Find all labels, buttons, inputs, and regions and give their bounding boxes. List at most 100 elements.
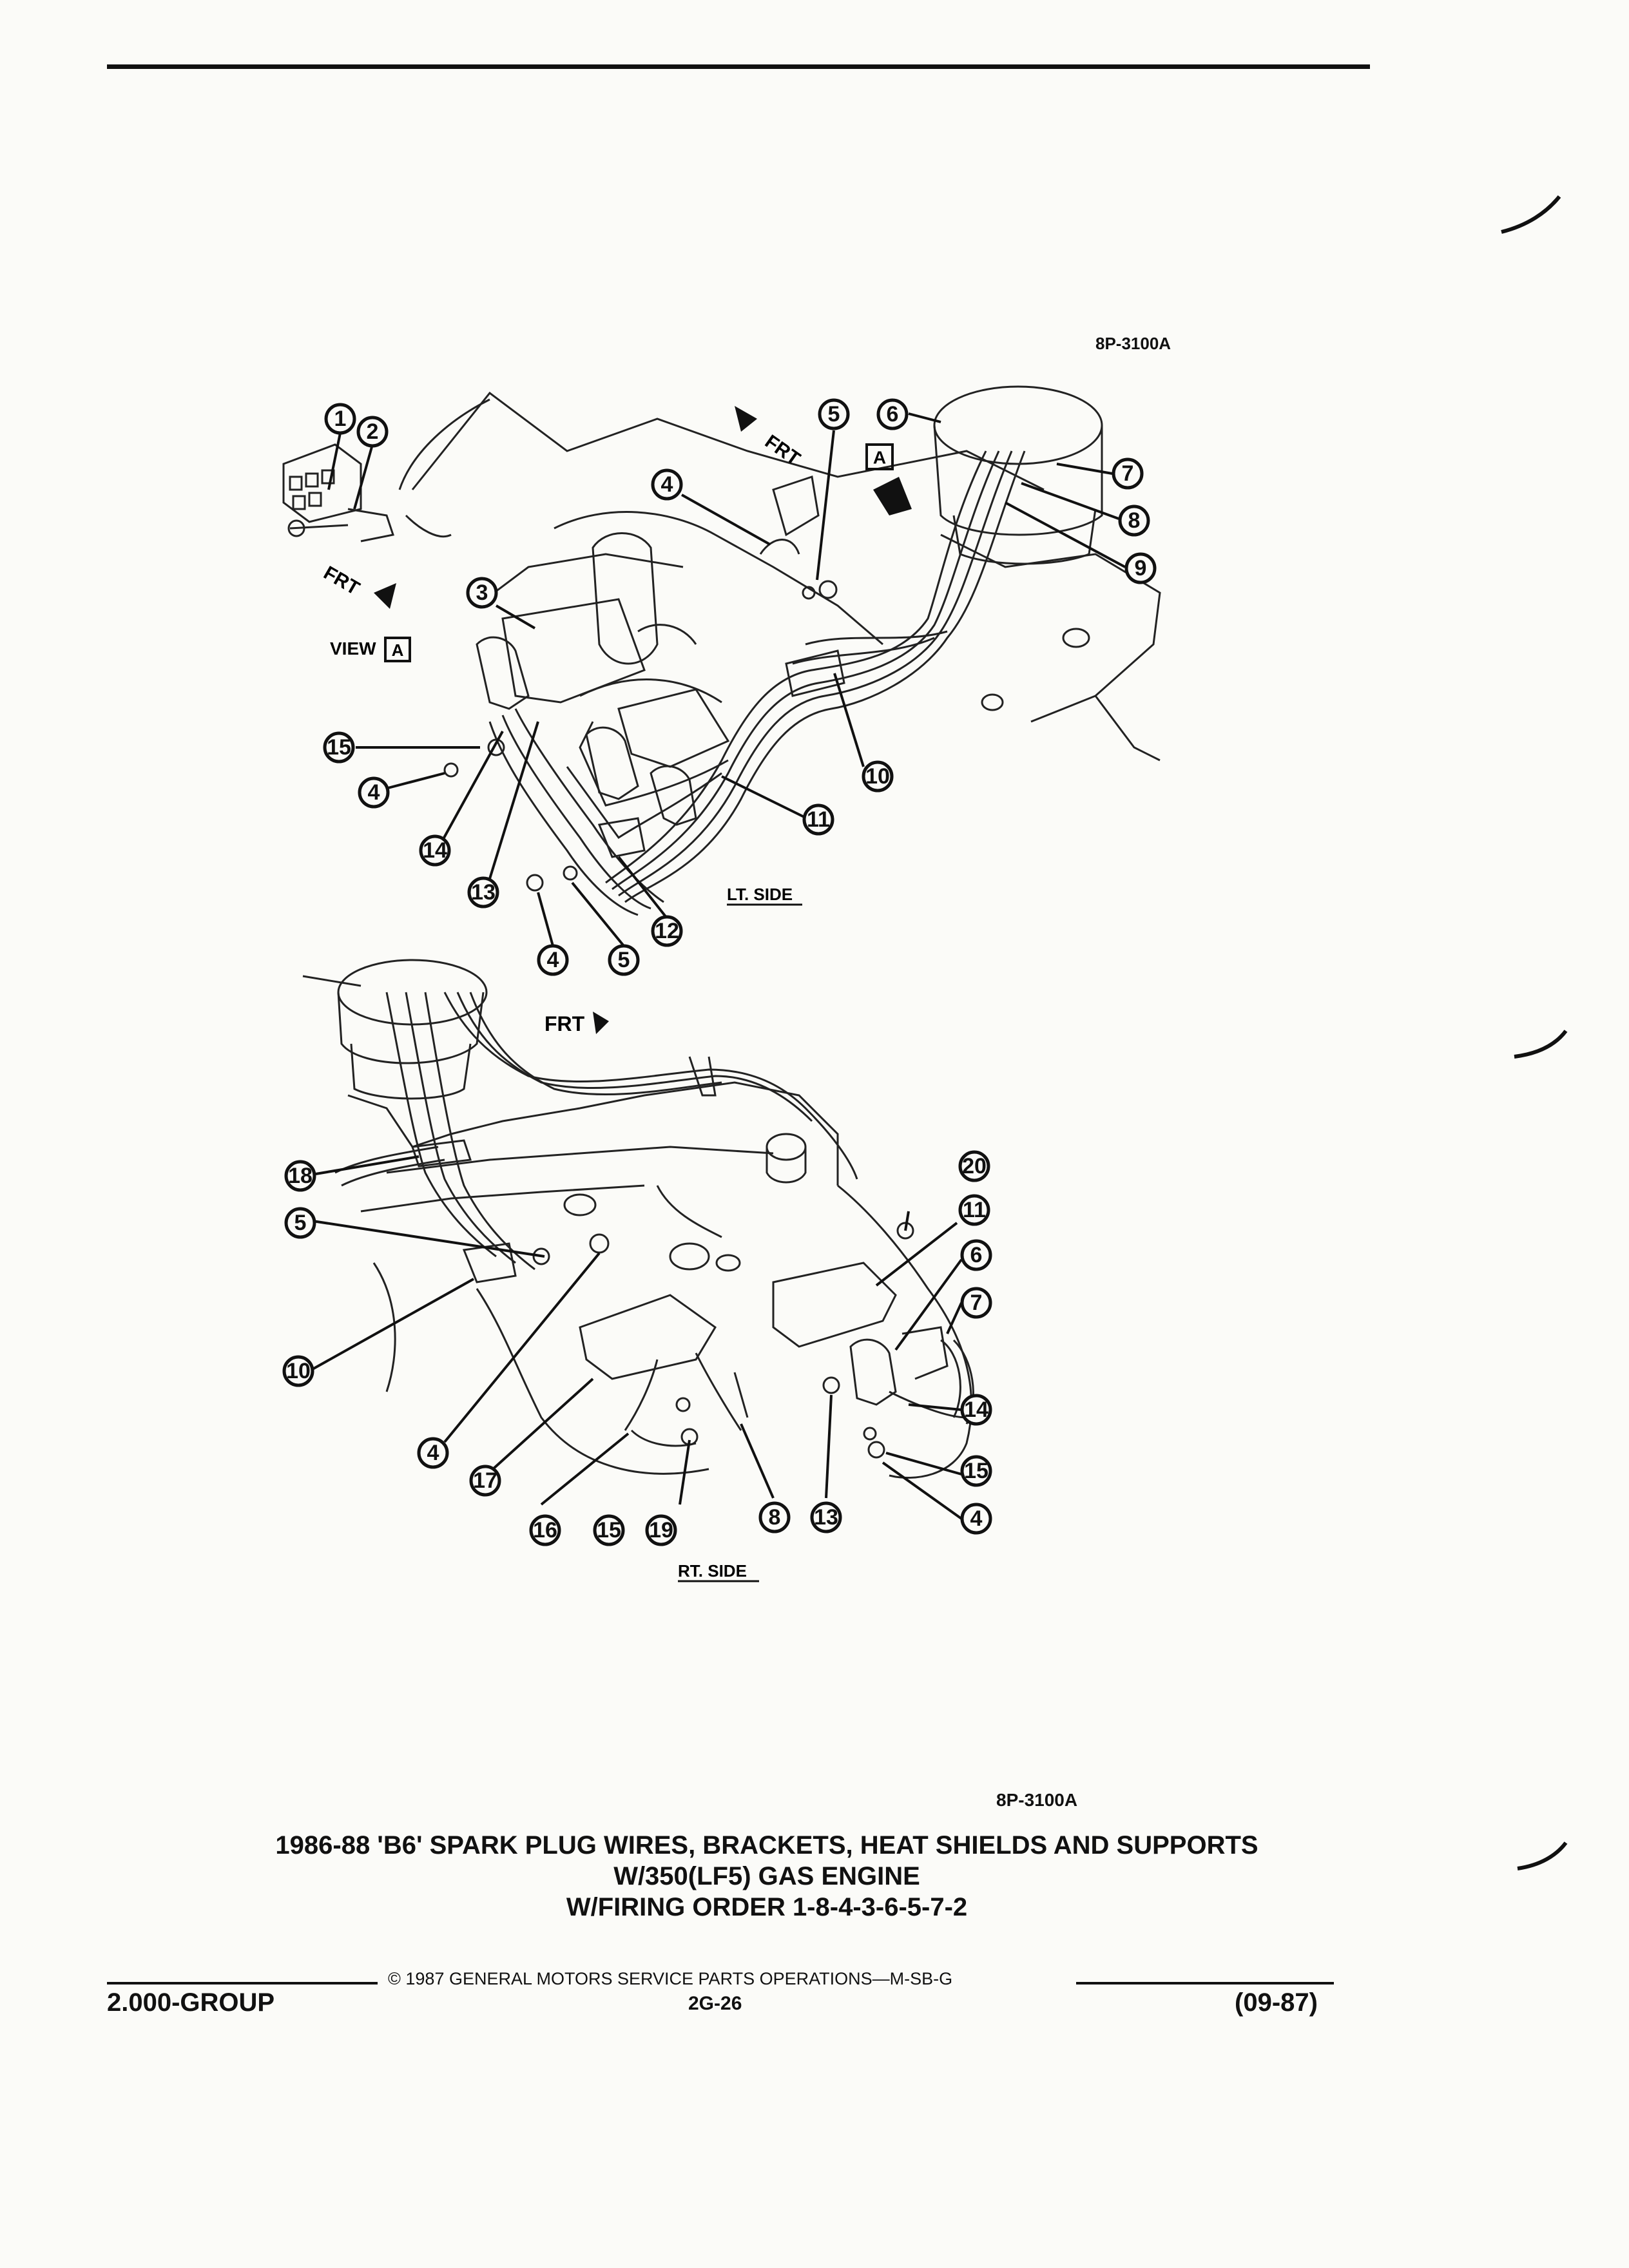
svg-text:5: 5 [618, 948, 630, 972]
lt-side-engine-illustration [411, 385, 1161, 916]
svg-text:4: 4 [368, 780, 380, 805]
view-a-inset [282, 398, 490, 543]
revision-date: (09-87) [1235, 1988, 1318, 2017]
leader-lines [312, 412, 1126, 1520]
svg-text:16: 16 [533, 1518, 557, 1542]
callout-10: 10 [862, 760, 894, 793]
callout-15: 15 [960, 1455, 992, 1487]
callout-4: 4 [651, 468, 683, 501]
lt-side-label: LT. SIDE [727, 885, 793, 904]
callout-18: 18 [284, 1160, 316, 1192]
rt-side-engine-illustration [302, 959, 974, 1479]
svg-text:4: 4 [547, 948, 559, 972]
footer-rule-left [107, 1982, 378, 1984]
callout-7: 7 [960, 1287, 992, 1319]
callout-14: 14 [419, 834, 451, 867]
callout-3: 3 [466, 577, 498, 609]
svg-text:A: A [392, 640, 404, 660]
svg-text:10: 10 [865, 764, 890, 789]
footer-rule-right [1076, 1982, 1334, 1984]
svg-text:FRT: FRT [545, 1012, 585, 1035]
svg-text:12: 12 [655, 919, 679, 943]
callout-12: 12 [651, 915, 683, 947]
svg-text:4: 4 [970, 1506, 983, 1531]
svg-text:14: 14 [964, 1398, 988, 1422]
page-title: 1986-88 'B6' SPARK PLUG WIRES, BRACKETS,… [97, 1830, 1437, 1923]
svg-text:FRT: FRT [761, 431, 804, 470]
callout-4: 4 [537, 944, 569, 976]
title-line-1: 1986-88 'B6' SPARK PLUG WIRES, BRACKETS,… [275, 1831, 1258, 1860]
svg-text:7: 7 [970, 1291, 983, 1315]
svg-text:6: 6 [887, 402, 899, 427]
svg-text:9: 9 [1135, 556, 1147, 581]
callout-5: 5 [818, 398, 850, 430]
callout-5: 5 [608, 944, 640, 976]
svg-text:15: 15 [597, 1518, 621, 1542]
svg-text:14: 14 [423, 838, 447, 863]
callout-16: 16 [529, 1514, 561, 1546]
svg-text:15: 15 [327, 735, 351, 760]
callout-14: 14 [960, 1394, 992, 1426]
svg-text:19: 19 [649, 1518, 673, 1542]
svg-text:4: 4 [661, 472, 673, 497]
copyright: © 1987 GENERAL MOTORS SERVICE PARTS OPER… [388, 1969, 953, 1988]
svg-text:5: 5 [828, 402, 840, 427]
callout-2: 2 [356, 416, 389, 448]
svg-text:VIEW: VIEW [330, 639, 376, 658]
callout-11: 11 [958, 1194, 990, 1226]
view-a-marker: A [865, 443, 912, 515]
svg-text:1: 1 [334, 407, 347, 431]
svg-text:15: 15 [964, 1459, 988, 1483]
callout-6: 6 [876, 398, 909, 430]
group-label: 2.000-GROUP [107, 1988, 275, 2017]
svg-text:FRT: FRT [320, 562, 363, 599]
svg-text:4: 4 [427, 1441, 439, 1465]
svg-text:18: 18 [288, 1164, 313, 1188]
figure-id-bottom: 8P-3100A [996, 1790, 1078, 1810]
svg-text:6: 6 [970, 1243, 983, 1267]
callout-4: 4 [417, 1437, 449, 1469]
svg-text:17: 17 [473, 1468, 497, 1493]
callout-19: 19 [645, 1514, 677, 1546]
callout-11: 11 [802, 803, 834, 836]
svg-text:11: 11 [807, 807, 830, 832]
rt-side-label: RT. SIDE [678, 1561, 747, 1581]
callout-13: 13 [810, 1501, 842, 1533]
svg-text:13: 13 [814, 1505, 838, 1530]
frt-arrow-view-a: FRT [320, 562, 396, 609]
svg-text:7: 7 [1122, 461, 1134, 486]
svg-text:3: 3 [476, 581, 488, 605]
frt-arrow-rt: FRT [545, 1012, 609, 1035]
svg-text:11: 11 [963, 1198, 986, 1222]
header-rule [107, 64, 1370, 69]
callout-10: 10 [282, 1355, 314, 1387]
svg-text:13: 13 [471, 880, 496, 905]
svg-text:8: 8 [1128, 508, 1141, 533]
svg-text:8: 8 [769, 1505, 781, 1530]
svg-text:A: A [873, 448, 886, 468]
title-line-2: W/350(LF5) GAS ENGINE [613, 1862, 920, 1890]
frt-arrow-top: FRT [735, 406, 804, 470]
svg-text:10: 10 [286, 1359, 311, 1383]
callout-13: 13 [467, 876, 499, 908]
svg-text:2: 2 [367, 419, 379, 444]
callout-15: 15 [323, 731, 355, 764]
figure-id-top: 8P-3100A [1095, 334, 1171, 353]
callout-5: 5 [284, 1207, 316, 1239]
page-number: 2G-26 [688, 1993, 742, 2014]
callout-7: 7 [1112, 457, 1144, 490]
svg-text:20: 20 [962, 1154, 987, 1178]
callout-1: 1 [324, 403, 356, 435]
callout-8: 8 [758, 1501, 791, 1533]
callout-4: 4 [358, 776, 390, 809]
callout-20: 20 [958, 1150, 990, 1182]
callout-6: 6 [960, 1239, 992, 1271]
title-line-3: W/FIRING ORDER 1-8-4-3-6-5-7-2 [566, 1893, 968, 1921]
callout-9: 9 [1124, 552, 1157, 584]
svg-text:5: 5 [294, 1211, 307, 1235]
view-a-label: VIEW A [330, 637, 411, 662]
callout-4: 4 [960, 1503, 992, 1535]
callout-8: 8 [1118, 505, 1150, 537]
callout-17: 17 [469, 1465, 501, 1497]
